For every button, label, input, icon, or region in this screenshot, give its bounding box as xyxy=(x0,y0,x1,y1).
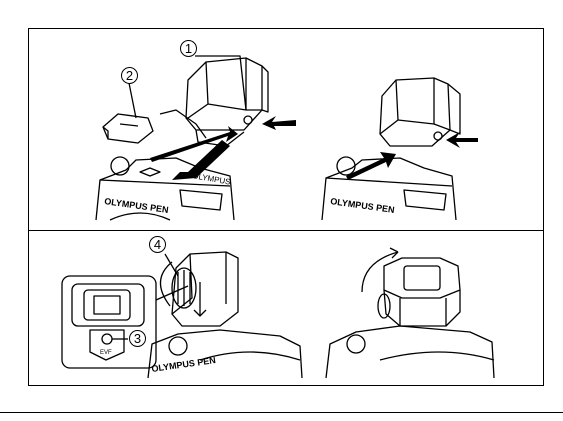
viewfinder-unit-icon xyxy=(380,78,460,146)
callout-4: 4 xyxy=(149,236,166,253)
callout-1-leader xyxy=(195,56,246,110)
eyepiece-mark-text: EVF xyxy=(100,350,112,356)
hotshoe-cover-icon xyxy=(103,114,153,143)
viewfinder-tilted-icon xyxy=(378,258,460,326)
panel-tilt-viewfinder xyxy=(326,248,494,378)
panel-diopter-adjust: EVF OLYMPUS PEN xyxy=(62,252,302,378)
callout-2: 2 xyxy=(121,67,138,84)
callout-2-leader xyxy=(129,83,136,118)
camera-brand-text-3: OLYMPUS PEN xyxy=(151,355,216,374)
callout-4-leader xyxy=(165,254,178,276)
callout-3: 3 xyxy=(129,330,146,347)
callout-1: 1 xyxy=(180,40,197,57)
dial-rotate-arrow xyxy=(160,262,172,306)
camera-brand-text: OLYMPUS PEN xyxy=(104,196,169,215)
camera-brand-text-2: OLYMPUS PEN xyxy=(330,196,395,215)
mount-arrows-icon xyxy=(346,132,478,180)
eyepiece-inset-icon: EVF xyxy=(62,276,156,368)
viewfinder-unit-icon xyxy=(186,58,268,146)
slide-direction-arrows-icon xyxy=(150,116,296,180)
camera-body-icon xyxy=(326,326,494,378)
panel-viewfinder-mounted: OLYMPUS PEN xyxy=(322,78,478,220)
cover-removal-line xyxy=(160,110,206,138)
